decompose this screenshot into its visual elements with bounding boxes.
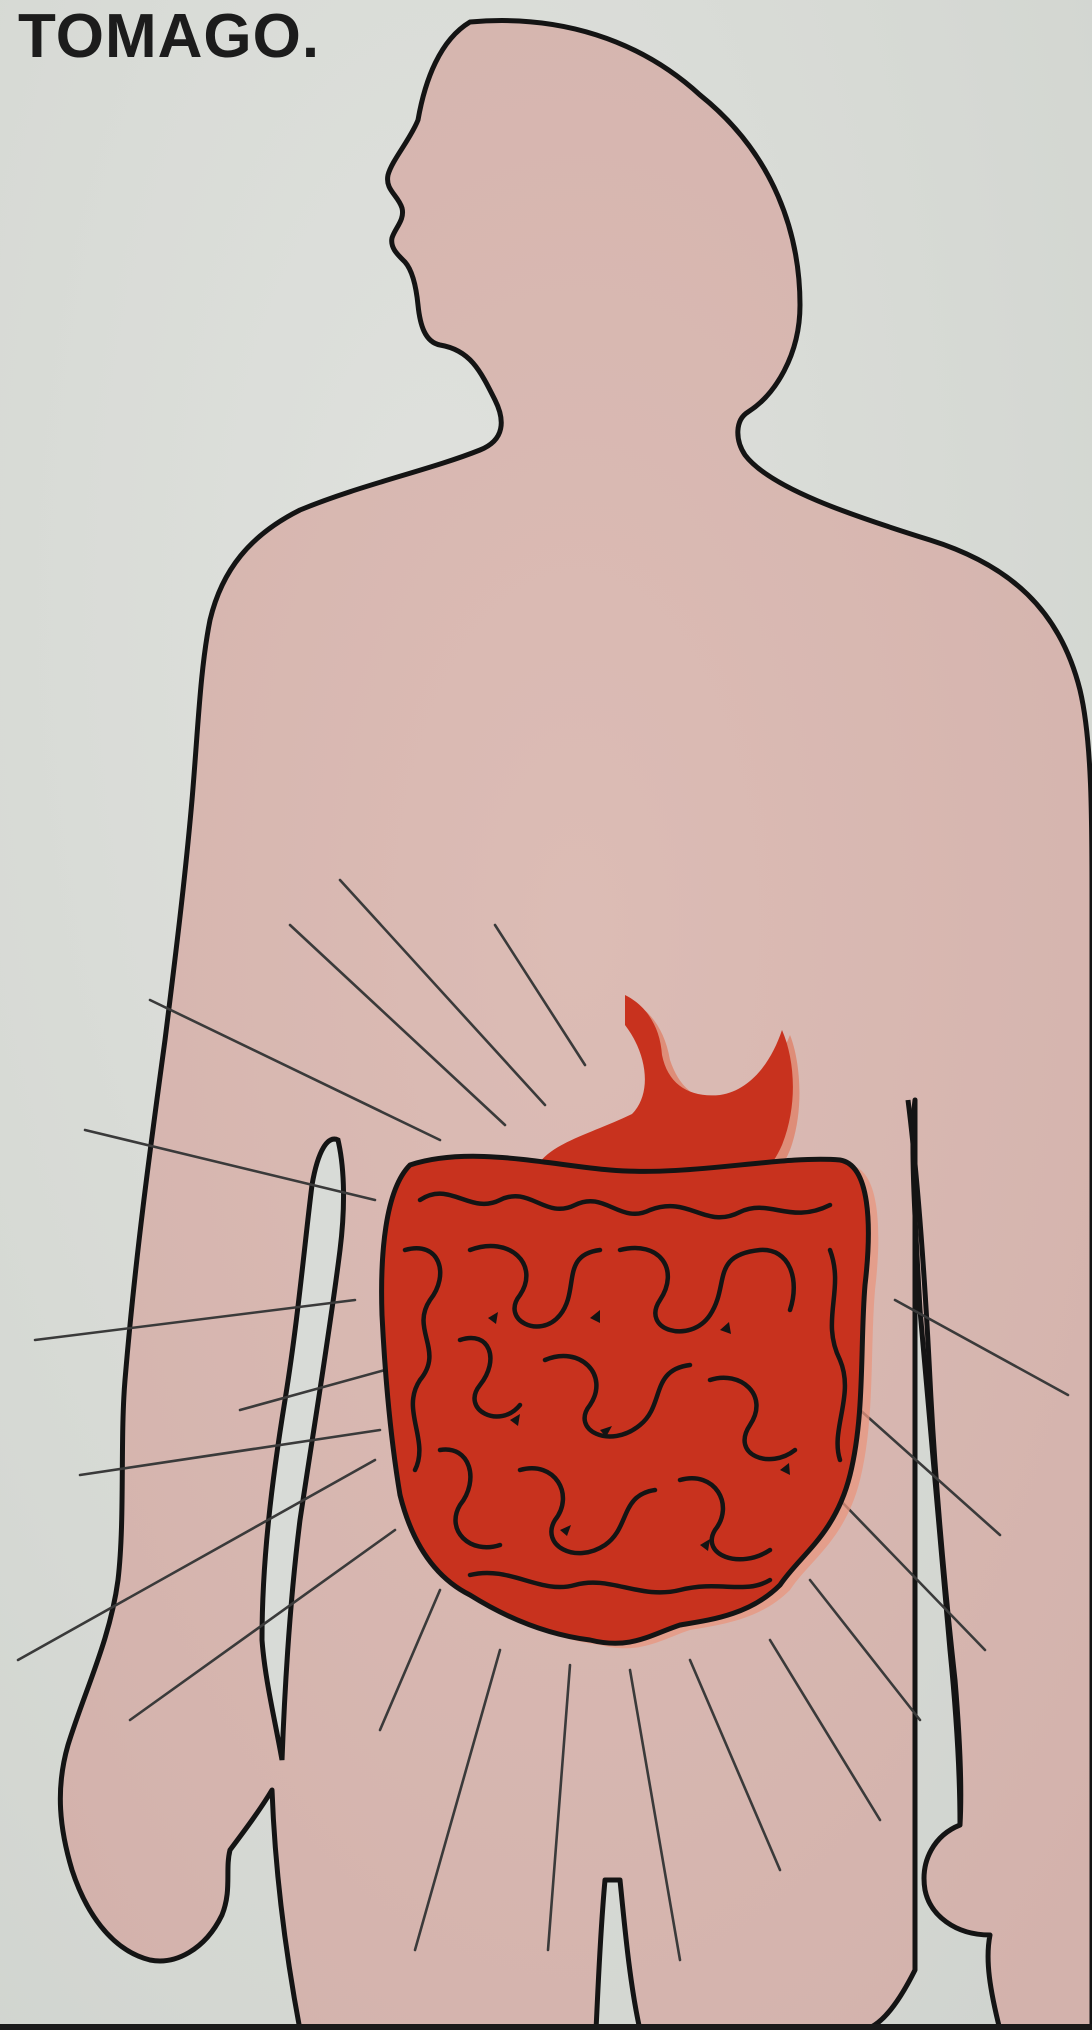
bottom-rule: [0, 2024, 1092, 2030]
poster-title: TOMAGO.: [18, 6, 320, 68]
human-silhouette-icon: [60, 21, 1092, 2030]
